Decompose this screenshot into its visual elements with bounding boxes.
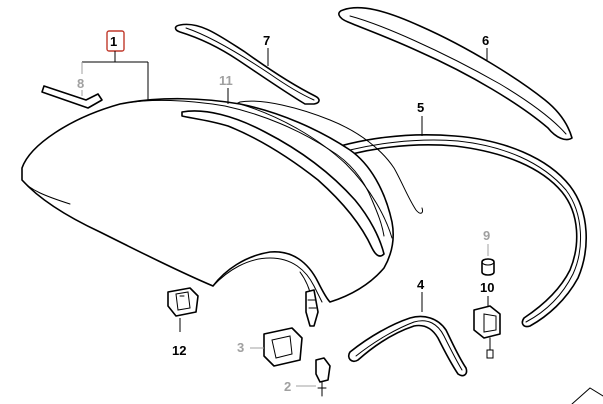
part-12-detail xyxy=(175,291,191,311)
part-1-bow-rail xyxy=(181,110,385,257)
part-4-inner-edge xyxy=(355,320,463,371)
leader-1 xyxy=(82,51,149,100)
callout-11[interactable]: 11 xyxy=(219,73,233,88)
part-12-bracket[interactable] xyxy=(167,287,199,317)
callout-7[interactable]: 7 xyxy=(263,33,270,48)
part-10-clip-detail xyxy=(483,313,497,333)
part-2-stud[interactable] xyxy=(315,357,331,383)
callout-9[interactable]: 9 xyxy=(483,228,490,243)
part-5-inner-edge xyxy=(321,139,581,323)
part-1-latch-detail xyxy=(307,299,317,309)
callout-10[interactable]: 10 xyxy=(480,280,494,295)
part-7-inner-edge xyxy=(185,27,315,101)
part-9-cap-top xyxy=(481,258,495,266)
part-1-roof-seam xyxy=(119,99,331,151)
part-9-cap[interactable] xyxy=(481,258,495,276)
part-1-soft-top[interactable] xyxy=(21,97,394,303)
callout-4[interactable]: 4 xyxy=(417,277,425,292)
part-4-bracket[interactable] xyxy=(347,315,468,377)
part-6-strip[interactable] xyxy=(338,6,573,141)
callout-2[interactable]: 2 xyxy=(284,379,291,394)
part-1-arch xyxy=(212,257,323,303)
part-7-strip[interactable] xyxy=(174,23,320,105)
callout-5[interactable]: 5 xyxy=(417,100,424,115)
callout-1[interactable]: 1 xyxy=(110,34,117,49)
part-3-detail xyxy=(271,335,293,359)
part-1-rear-flap xyxy=(329,149,385,237)
part-1-front-edge xyxy=(21,179,71,205)
part-10-wire xyxy=(486,337,494,359)
part-6-inner-edge xyxy=(349,15,567,135)
part-1-rear-window-edge xyxy=(239,103,393,239)
part-2-stud-pin xyxy=(317,381,327,397)
part-8-bar[interactable] xyxy=(41,85,103,109)
callout-3[interactable]: 3 xyxy=(237,340,244,355)
part-3-mount[interactable] xyxy=(263,327,303,367)
callout-6[interactable]: 6 xyxy=(482,33,489,48)
callout-8[interactable]: 8 xyxy=(77,76,84,91)
corner-arrow-icon xyxy=(571,387,603,404)
callout-12[interactable]: 12 xyxy=(172,343,186,358)
